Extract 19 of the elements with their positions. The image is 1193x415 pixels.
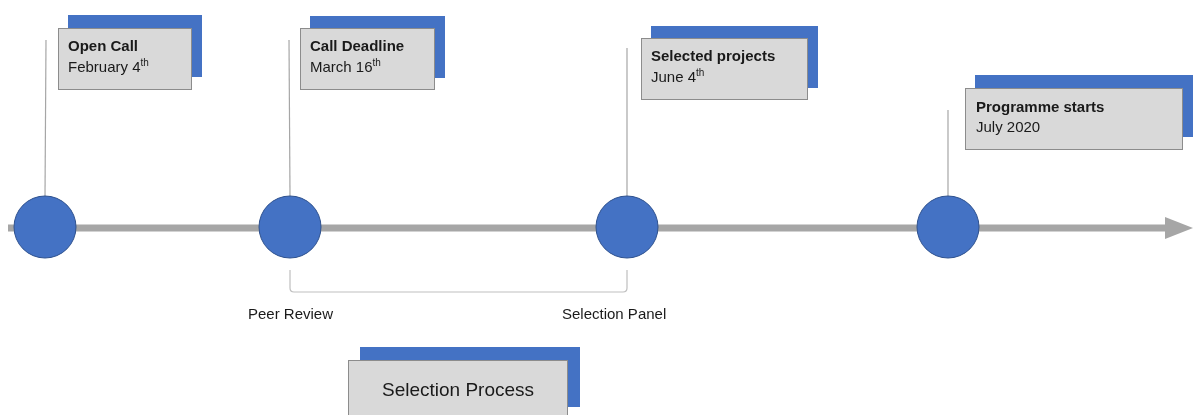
milestone-title: Call Deadline — [310, 37, 406, 54]
timeline-circle — [916, 195, 980, 259]
phase-label: Peer Review — [248, 305, 334, 322]
milestone-date: February 4$^{th}$ — [68, 57, 150, 75]
card-title: Selection Process — [380, 379, 536, 401]
milestone-date: March 16$^{th}$ — [310, 57, 382, 75]
milestone-date: July 2020 — [976, 118, 1042, 135]
timeline-circle — [13, 195, 77, 259]
milestone-date: June 4$^{th}$ — [651, 67, 706, 85]
milestone-title: Selected projects — [651, 47, 777, 64]
milestone-title: Open Call — [68, 37, 139, 54]
timeline-circle — [258, 195, 322, 259]
leader-line — [44, 39, 47, 197]
leader-line — [288, 39, 291, 197]
phase-label: Selection Panel — [562, 305, 667, 322]
timeline-circle — [595, 195, 659, 259]
leader-line — [626, 47, 628, 197]
milestone-title: Programme starts — [976, 98, 1106, 115]
leader-line — [947, 109, 949, 197]
